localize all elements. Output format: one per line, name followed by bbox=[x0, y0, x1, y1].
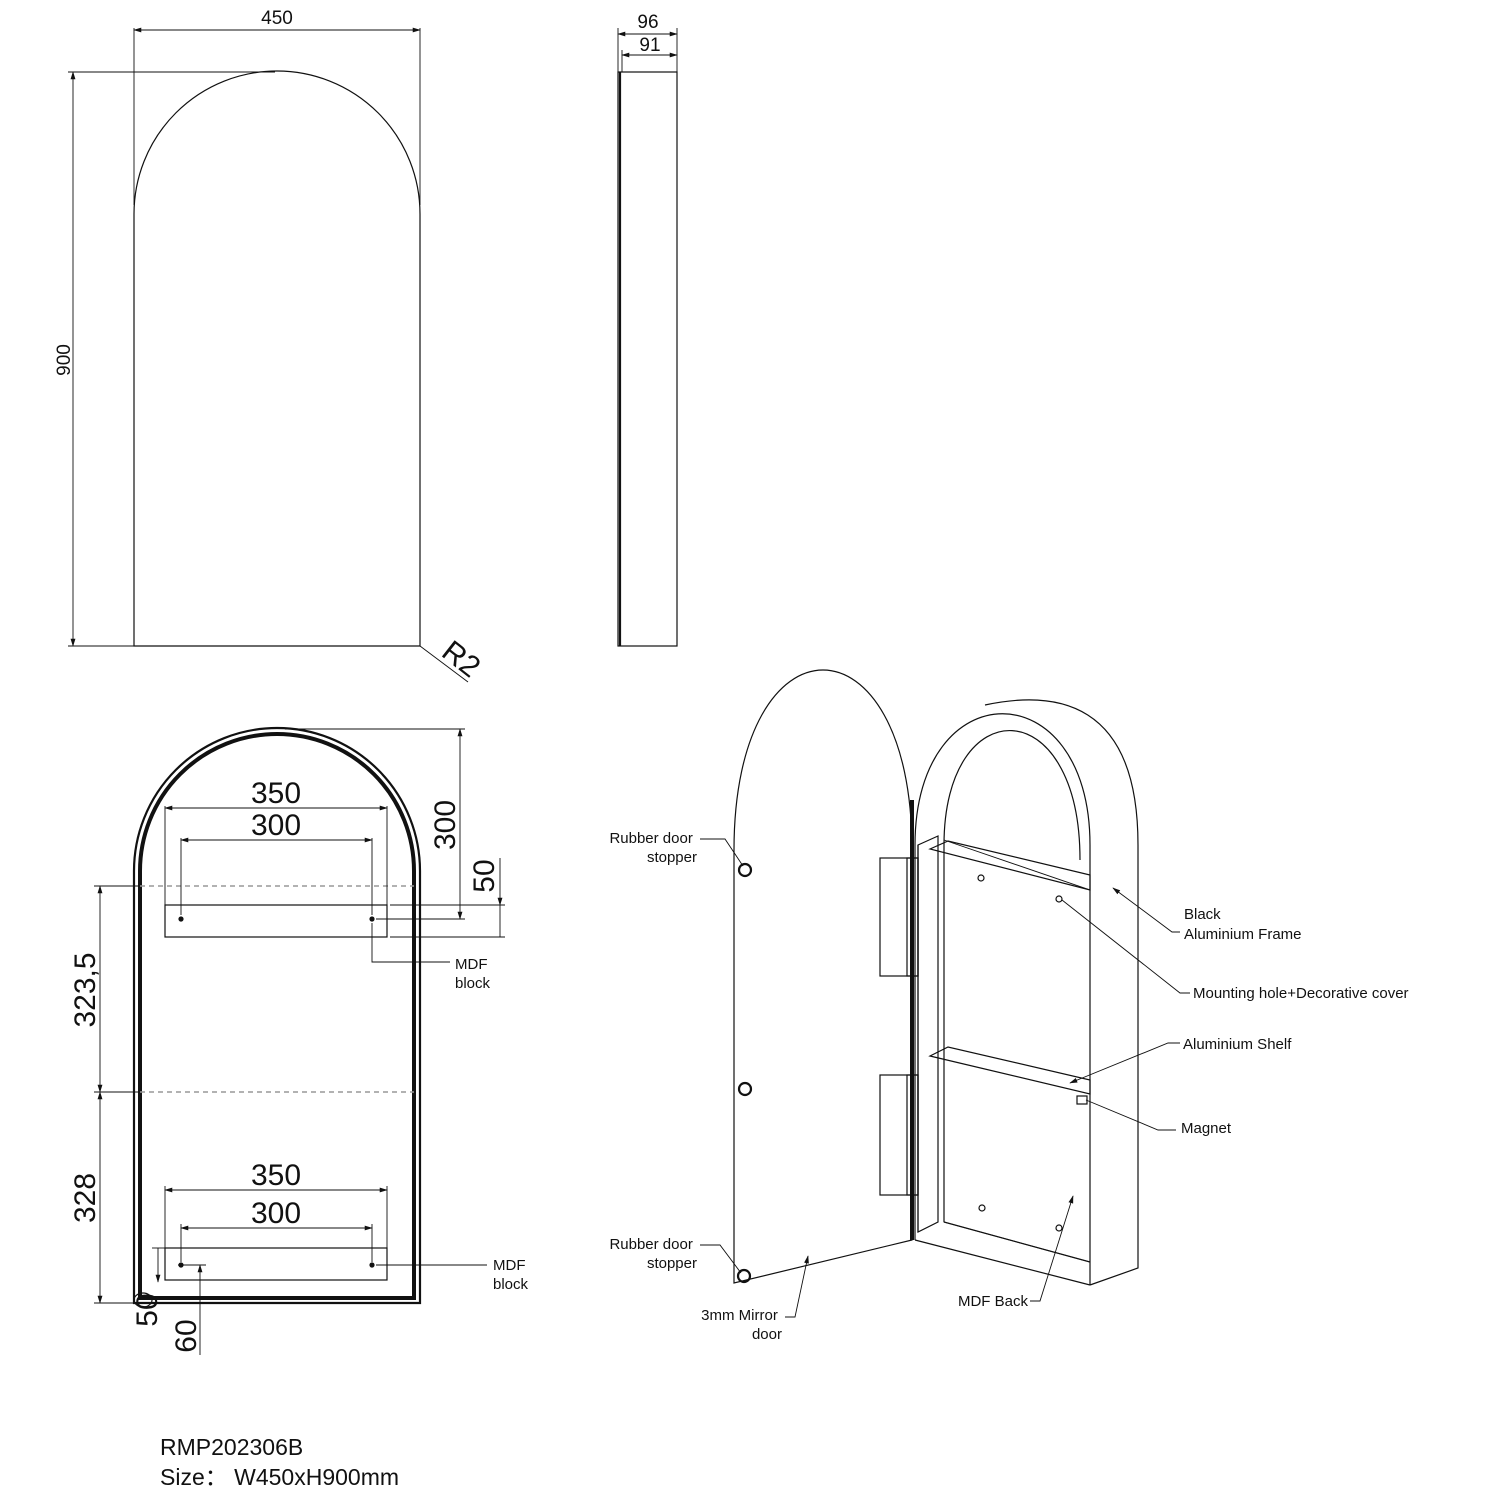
front-radius-label: R2 bbox=[436, 635, 487, 685]
mdf-block-top bbox=[164, 904, 388, 938]
side-outline bbox=[617, 71, 678, 647]
front-view: 450 900 R2 bbox=[54, 8, 486, 684]
shelf-middle bbox=[928, 1046, 1091, 1095]
mdf-block-top-label: MDF block bbox=[455, 956, 492, 992]
front-height-label: 900 bbox=[54, 344, 75, 376]
mounting-hole-label: Mounting hole+Decorative cover bbox=[1193, 985, 1409, 1002]
door-stopper-middle bbox=[737, 1081, 753, 1097]
mount-hole-2 bbox=[1055, 895, 1063, 903]
mirror-door-label: 3mm Mirror door bbox=[701, 1307, 782, 1343]
side-view: 96 91 bbox=[617, 12, 678, 647]
black-frame-label: Black Aluminium Frame bbox=[1184, 906, 1302, 943]
front-outline bbox=[133, 70, 421, 647]
lower-spacing-label: 328 bbox=[69, 1173, 102, 1223]
bottom-width-outer-label: 350 bbox=[251, 1159, 301, 1192]
bottom-width-inner-label: 300 bbox=[251, 1197, 301, 1230]
magnet-label: Magnet bbox=[1181, 1120, 1232, 1137]
door-stopper-bottom bbox=[736, 1268, 752, 1284]
top-block-height-label: 50 bbox=[468, 859, 501, 892]
bottom-margin-label: 50 bbox=[131, 1293, 164, 1326]
hinge-strip bbox=[917, 835, 939, 1233]
middle-spacing-label: 323,5 bbox=[69, 952, 102, 1027]
door-stopper-top bbox=[737, 862, 753, 878]
mdf-back-label: MDF Back bbox=[958, 1293, 1029, 1310]
rubber-stopper-bottom-label: Rubber door stopper bbox=[609, 1236, 697, 1272]
magnet-block bbox=[1076, 1095, 1088, 1105]
mdf-top-hole-left bbox=[178, 916, 184, 922]
shelf-label: Aluminium Shelf bbox=[1183, 1036, 1292, 1053]
isometric-view: Rubber door stopper Rubber door stopper … bbox=[609, 669, 1409, 1343]
mdf-block-bottom-label: MDF block bbox=[493, 1257, 530, 1293]
back-view: 350 300 300 50 MDF block 323,5 328 bbox=[69, 726, 530, 1355]
back-inner-outline bbox=[138, 732, 416, 1300]
bottom-hole-label: 60 bbox=[170, 1319, 203, 1352]
top-width-outer-label: 350 bbox=[251, 777, 301, 810]
mount-hole-3 bbox=[978, 1204, 986, 1212]
cabinet-inner-arch bbox=[943, 730, 1081, 1222]
mount-hole-1 bbox=[977, 874, 985, 882]
footer: RMP202306B Size： W450xH900mm bbox=[160, 1434, 399, 1490]
front-width-label: 450 bbox=[261, 8, 293, 29]
top-width-inner-label: 300 bbox=[251, 809, 301, 842]
mdf-top-hole-right bbox=[369, 916, 375, 922]
shelf-top bbox=[928, 840, 1091, 891]
mdf-bottom-hole-right bbox=[369, 1262, 375, 1268]
rubber-stopper-top-label: Rubber door stopper bbox=[609, 830, 697, 866]
side-depth-inner-label: 91 bbox=[639, 35, 660, 56]
mount-hole-4 bbox=[1055, 1224, 1063, 1232]
mirror-door bbox=[733, 669, 913, 1284]
side-depth-outer-label: 96 bbox=[637, 12, 658, 33]
cabinet-front-arch bbox=[914, 713, 1091, 1285]
size-spec: Size： W450xH900mm bbox=[160, 1464, 399, 1490]
back-outer-outline bbox=[132, 726, 422, 1305]
model-number: RMP202306B bbox=[160, 1434, 303, 1460]
cabinet-outer-frame bbox=[984, 699, 1139, 1286]
top-offset-label: 300 bbox=[429, 800, 462, 850]
mdf-block-bottom bbox=[164, 1247, 388, 1281]
